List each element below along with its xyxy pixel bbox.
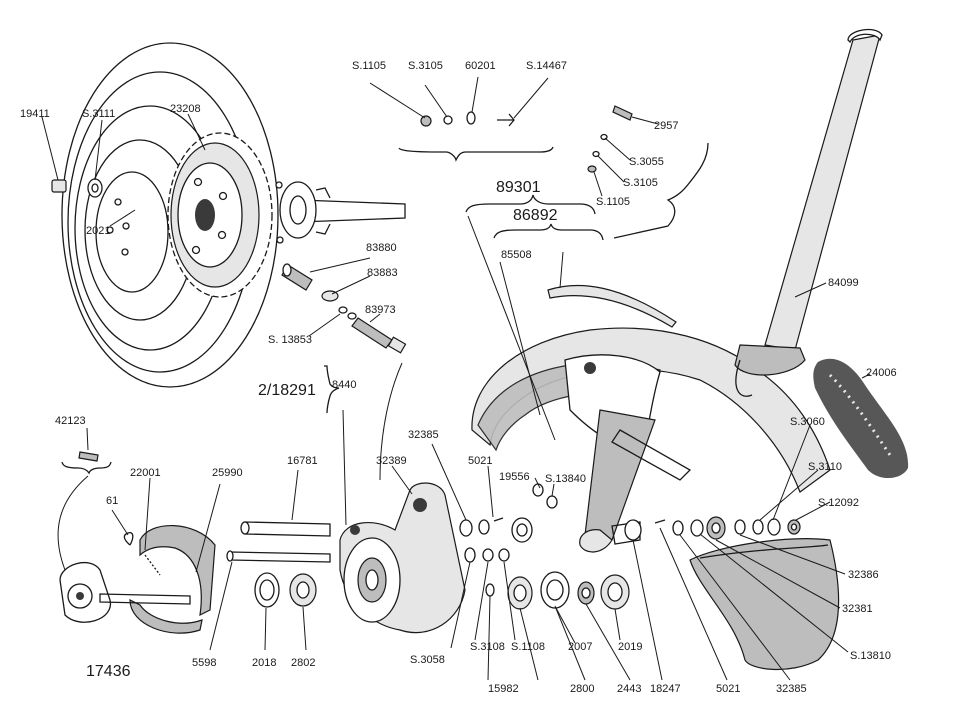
label-S3060: S.3060 — [790, 416, 825, 428]
leader-lines — [41, 76, 871, 681]
label-16781: 16781 — [287, 455, 318, 467]
label-22001: 22001 — [130, 467, 161, 479]
label-42123: 42123 — [55, 415, 86, 427]
label-2957: 2957 — [654, 120, 678, 132]
label-S13810: S.13810 — [850, 650, 891, 662]
label-32385-bottom: 32385 — [776, 683, 807, 695]
label-32386: 32386 — [848, 569, 879, 581]
label-S13853: S. 13853 — [268, 334, 312, 346]
label-23208: 23208 — [170, 103, 201, 115]
label-85508: 85508 — [501, 249, 532, 261]
label-32385-top: 32385 — [408, 429, 439, 441]
label-84099: 84099 — [828, 277, 859, 289]
label-2019: 2019 — [618, 641, 642, 653]
label-2800: 2800 — [570, 683, 594, 695]
group-braces — [465, 194, 604, 241]
bottom-braces — [324, 365, 340, 414]
label-S3110: S.3110 — [808, 461, 842, 473]
label-5598: 5598 — [192, 657, 216, 669]
label-24006: 24006 — [866, 367, 897, 379]
label-S1108: S.1108 — [511, 641, 545, 653]
label-32381: 32381 — [842, 603, 873, 615]
label-61: 61 — [106, 495, 118, 507]
mudguard-and-fork — [471, 28, 883, 670]
label-25990: 25990 — [212, 467, 243, 479]
washer-row-right — [611, 516, 801, 545]
label-15982: 15982 — [488, 683, 519, 695]
label-83880: 83880 — [366, 242, 397, 254]
label-60201: 60201 — [465, 60, 496, 72]
label-S12092: S.12092 — [818, 497, 859, 509]
spindles — [226, 521, 331, 608]
brake-shoe-assembly — [59, 451, 216, 634]
label-2443: 2443 — [617, 683, 641, 695]
label-S3111: S.3111 — [82, 108, 115, 120]
label-2018: 2018 — [252, 657, 276, 669]
label-17436: 17436 — [86, 663, 131, 680]
label-19556: 19556 — [499, 471, 530, 483]
label-S14467: S.14467 — [526, 60, 567, 72]
rubber-pad — [813, 358, 909, 479]
label-S1105-right: S.1105 — [596, 196, 630, 208]
label-2-18291: 2/18291 — [258, 382, 316, 399]
label-2021: 2021 — [86, 225, 110, 237]
label-5021-bottom: 5021 — [716, 683, 740, 695]
label-83973: 83973 — [365, 304, 396, 316]
mud-flap — [547, 284, 677, 328]
label-S3058: S.3058 — [410, 654, 445, 666]
label-8440: 8440 — [332, 379, 356, 391]
bolt-2957-group — [587, 105, 709, 239]
label-89301: 89301 — [496, 179, 541, 196]
label-19411: 19411 — [20, 108, 50, 120]
label-S13840: S.13840 — [545, 473, 586, 485]
label-18247: 18247 — [650, 683, 681, 695]
brake-drum-assembly — [51, 42, 406, 388]
label-2802: 2802 — [291, 657, 315, 669]
label-83883: 83883 — [367, 267, 398, 279]
hub-backplate — [339, 482, 466, 634]
label-32389: 32389 — [376, 455, 407, 467]
label-S1105-top: S.1105 — [352, 60, 386, 72]
label-S3105-right: S.3105 — [623, 177, 658, 189]
label-2007: 2007 — [568, 641, 592, 653]
label-S3055: S.3055 — [629, 156, 664, 168]
label-S3108: S.3108 — [470, 641, 505, 653]
label-5021-top: 5021 — [468, 455, 492, 467]
part-labels: 19411 S.3111 23208 2021 83880 83883 8397… — [20, 60, 897, 695]
top-hardware-group — [398, 111, 554, 162]
label-S3105-top: S.3105 — [408, 60, 443, 72]
label-86892: 86892 — [513, 207, 558, 224]
